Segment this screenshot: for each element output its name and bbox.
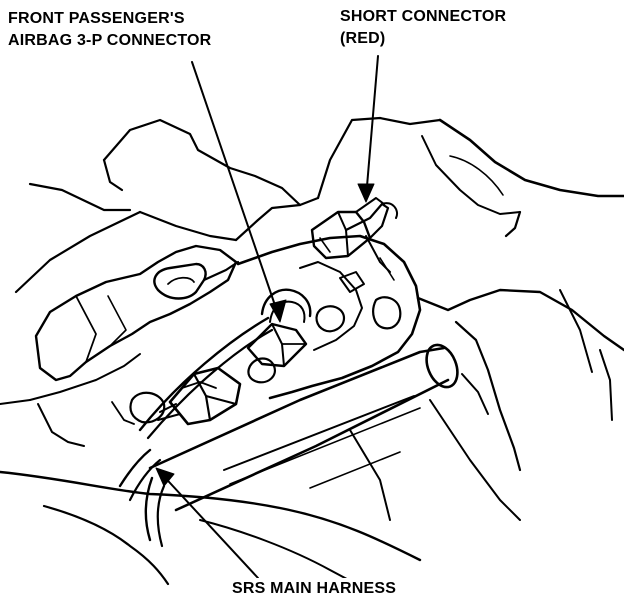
front-passenger-label-line1: FRONT PASSENGER'S bbox=[8, 10, 185, 27]
srs-main-harness-label-text: SRS MAIN HARNESS bbox=[232, 580, 397, 597]
arrowhead-srs-harness bbox=[155, 467, 175, 487]
leader-srs-harness bbox=[157, 469, 259, 579]
srs-harness-connector-drawing bbox=[129, 366, 242, 426]
srs-main-harness-drawing bbox=[118, 316, 274, 548]
leader-lines bbox=[157, 55, 379, 579]
front-passenger-airbag-connector-label: FRONT PASSENGER'S AIRBAG 3-P CONNECTOR bbox=[8, 8, 212, 52]
leader-front-passenger bbox=[191, 61, 281, 321]
harness-clip bbox=[153, 260, 240, 300]
short-connector-label: SHORT CONNECTOR (RED) bbox=[340, 6, 507, 50]
arrowhead-front-passenger bbox=[269, 299, 287, 323]
left-trim-panel bbox=[0, 244, 238, 447]
short-connector-drawing bbox=[310, 197, 398, 273]
short-connector-label-line1: SHORT CONNECTOR bbox=[340, 8, 507, 25]
arrowhead-short-connector bbox=[357, 183, 375, 203]
front-passenger-label-line2: AIRBAG 3-P CONNECTOR bbox=[8, 32, 212, 49]
dashboard-panel bbox=[14, 116, 624, 294]
arrowheads bbox=[155, 183, 375, 487]
crossmember-tube bbox=[148, 343, 459, 512]
right-side-structure bbox=[349, 288, 624, 521]
leader-short-connector bbox=[365, 55, 379, 199]
short-connector-label-line2: (RED) bbox=[340, 30, 386, 47]
mounting-bracket bbox=[236, 234, 422, 400]
lower-body-lines bbox=[0, 451, 422, 587]
srs-main-harness-label: SRS MAIN HARNESS bbox=[232, 578, 397, 600]
airbag-3p-connector-drawing bbox=[246, 288, 312, 368]
